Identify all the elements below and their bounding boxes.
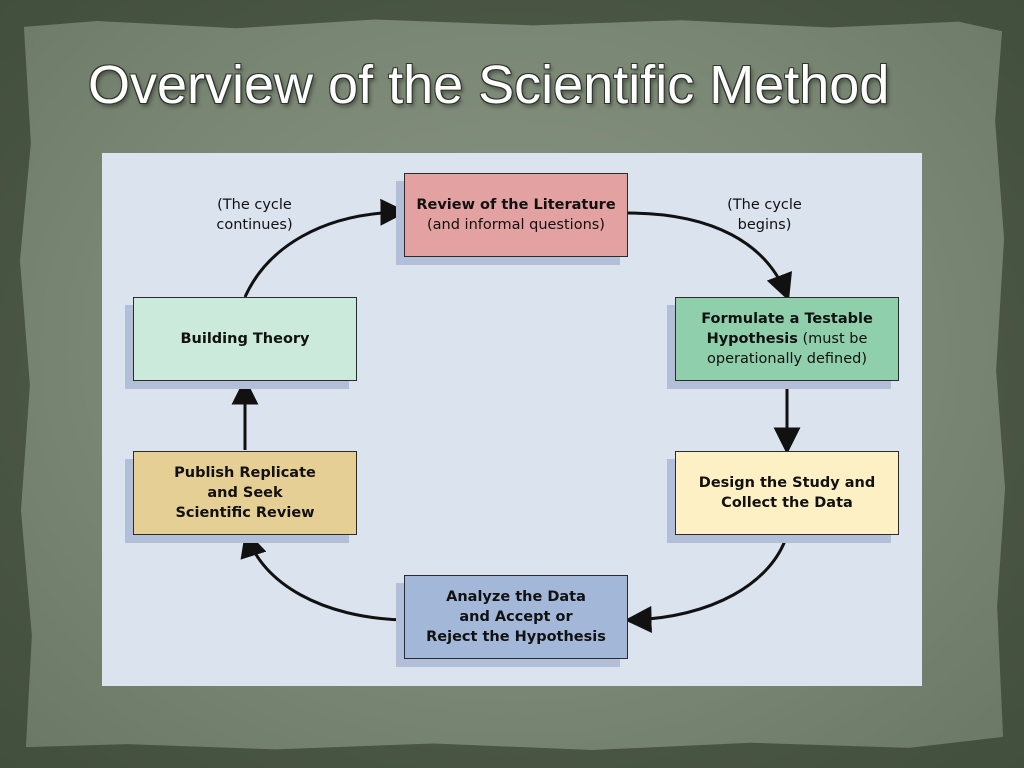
annotation-cycle-continues: (The cycle continues) <box>216 197 293 233</box>
arrow-analyze-to-publish <box>240 529 405 622</box>
node-building-theory: Building Theory <box>133 297 357 381</box>
arrow-building-to-review <box>243 198 408 298</box>
arrow-design-to-analyze <box>624 534 789 633</box>
node-formulate-hypothesis: Formulate a Testable Hypothesis (must be… <box>675 297 899 381</box>
node-review-of-literature: Review of the Literature (and informal q… <box>404 173 628 257</box>
annotation-cycle-begins: (The cycle begins) <box>727 197 802 233</box>
node-publish-replicate: Publish Replicate and Seek Scientific Re… <box>133 451 357 535</box>
arrow-review-to-formulate <box>627 211 792 302</box>
node-design-study: Design the Study and Collect the Data <box>675 451 899 535</box>
node-analyze-data: Analyze the Data and Accept or Reject th… <box>404 575 628 659</box>
slide-title: Overview of the Scientific Method <box>88 55 890 115</box>
scientific-method-diagram: (The cycle continues) (The cycle begins)… <box>102 153 922 686</box>
cycle-arrows <box>231 198 801 633</box>
